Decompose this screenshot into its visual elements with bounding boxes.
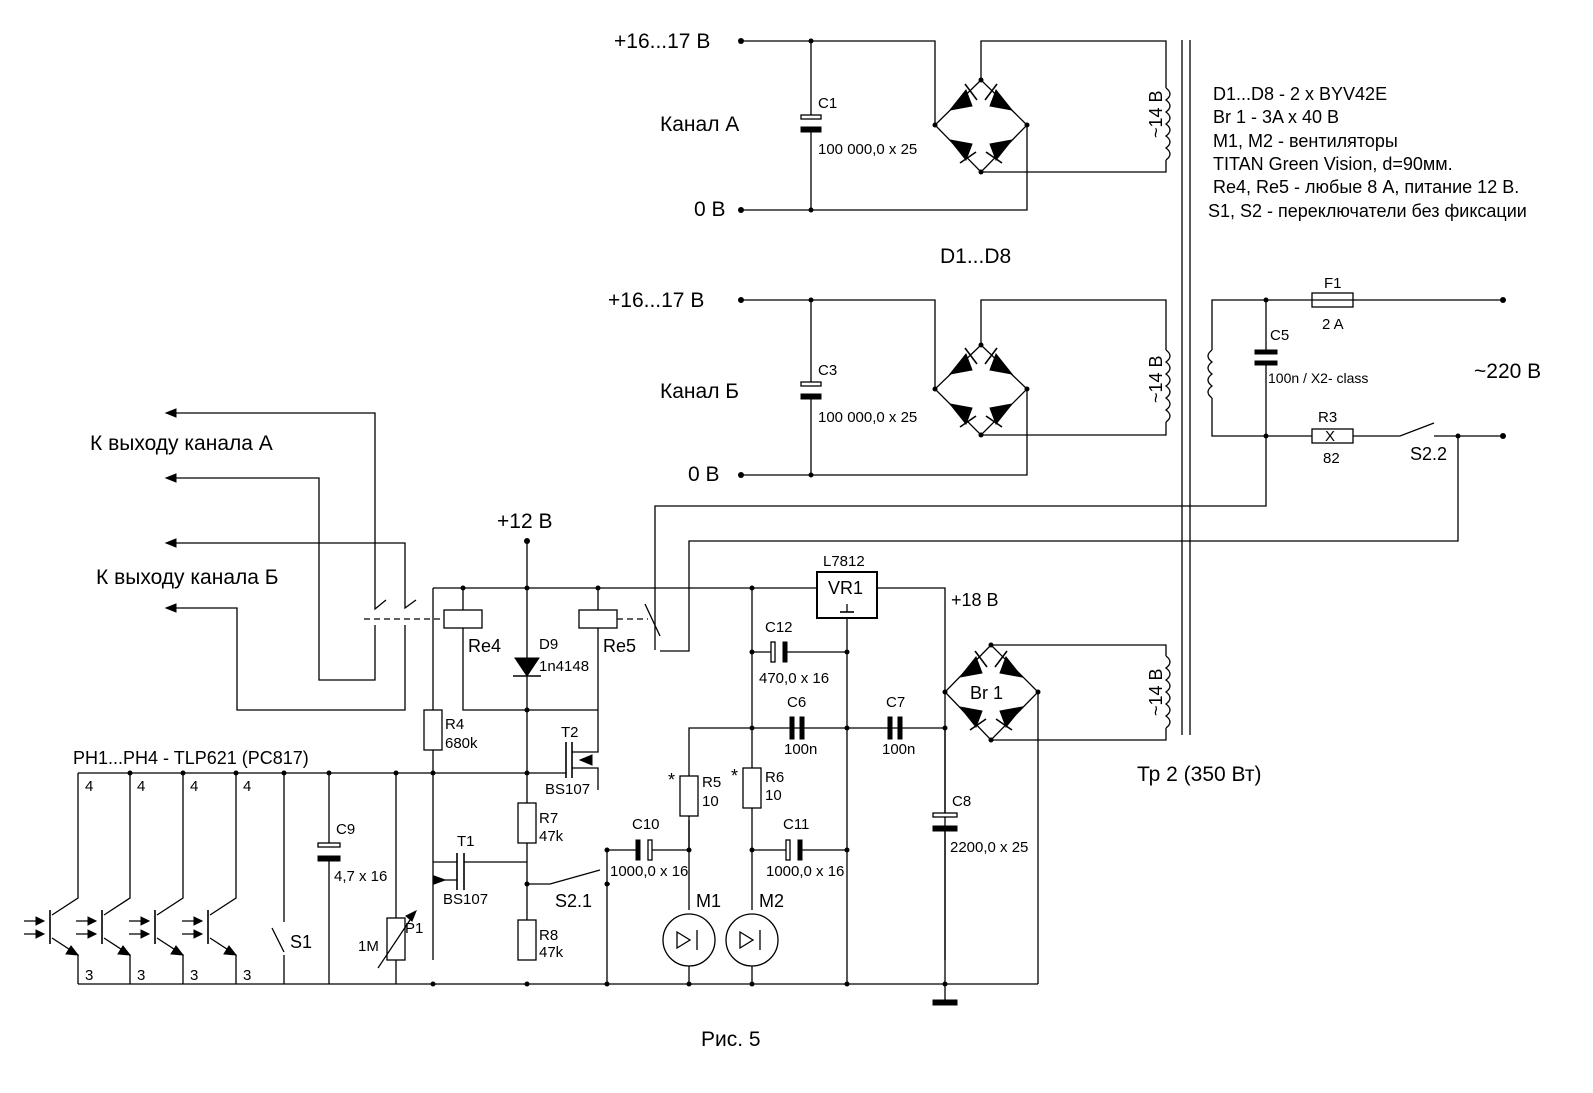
r6-ref: R6	[765, 769, 784, 786]
diodes-label: D1...D8	[940, 245, 1011, 268]
re4-label: Re4	[468, 636, 501, 656]
parts-list-line: Re4, Re5 - любые 8 А, питание 12 В.	[1213, 177, 1519, 197]
s21-ref: S2.1	[555, 891, 592, 911]
r5-ref: R5	[702, 774, 721, 791]
supply-a-plus-label: +16...17 В	[614, 30, 710, 53]
c5-value: 100n / X2- class	[1268, 370, 1368, 386]
f1-value: 2 A	[1322, 316, 1344, 333]
mains-input	[654, 292, 1506, 652]
supply-a-zero-label: 0 В	[694, 198, 726, 221]
reg-part-label: L7812	[823, 553, 865, 570]
supply-channel-a	[738, 38, 1171, 213]
supply-b-plus-label: +16...17 В	[608, 289, 704, 312]
parts-list-line: TITAN Green Vision, d=90мм.	[1213, 154, 1453, 174]
c7-value: 100n	[882, 741, 915, 758]
winding-a-label: ~14 В	[1146, 90, 1166, 138]
c3-value: 100 000,0 x 25	[818, 409, 917, 426]
r4-value: 680k	[445, 735, 478, 752]
parts-list: D1...D8 - 2 x BYV42E Br 1 - 3A x 40 В M1…	[1208, 84, 1527, 221]
c9-ref: C9	[336, 821, 355, 838]
r8-ref: R8	[539, 927, 558, 944]
d9-value: 1n4148	[539, 658, 589, 675]
channel-b-label: Канал Б	[660, 380, 739, 403]
s22-ref: S2.2	[1410, 444, 1447, 464]
figure-caption: Рис. 5	[701, 1028, 761, 1051]
br1-ref: Br 1	[970, 683, 1003, 703]
r8-value: 47k	[539, 944, 564, 961]
ph-label: PH1...PH4 - TLP621 (PC817)	[73, 748, 309, 768]
m1-ref: M1	[696, 891, 721, 911]
c9-value: 4,7 x 16	[334, 868, 387, 885]
c11-value: 1000,0 x 16	[766, 863, 844, 880]
parts-list-line: Br 1 - 3A x 40 В	[1213, 107, 1339, 127]
r4-ref: R4	[445, 716, 464, 733]
c8-ref: C8	[952, 793, 971, 810]
v12-label: +12 В	[497, 510, 552, 533]
t2-ref: T2	[561, 724, 579, 741]
r5-value: 10	[702, 793, 719, 810]
transformer-label: Тр 2 (350 Вт)	[1137, 763, 1261, 786]
ph3-pin3: 3	[190, 967, 198, 984]
ph1-pin3: 3	[85, 967, 93, 984]
channel-a-label: Канал А	[660, 113, 739, 136]
m2-ref: M2	[759, 891, 784, 911]
t2-value: BS107	[545, 781, 590, 798]
r3-value: 82	[1323, 450, 1340, 467]
d9-ref: D9	[539, 636, 558, 653]
c5-ref: C5	[1270, 327, 1289, 344]
t1-value: BS107	[443, 891, 488, 908]
ph2-pin4: 4	[137, 778, 145, 795]
p1-ref: P1	[405, 920, 423, 937]
r6-value: 10	[765, 787, 782, 804]
mains-voltage-label: ~220 В	[1474, 360, 1541, 383]
c10-value: 1000,0 x 16	[610, 863, 688, 880]
t1-ref: T1	[457, 833, 475, 850]
c10-ref: C10	[632, 816, 660, 833]
r6-star: *	[731, 766, 738, 786]
r7-ref: R7	[539, 810, 558, 827]
f1-ref: F1	[1324, 275, 1342, 292]
supply-b-zero-label: 0 В	[688, 463, 720, 486]
p1-value: 1M	[358, 938, 379, 955]
br1-winding-label: ~14 В	[1146, 668, 1166, 716]
ph1-pin4: 4	[85, 778, 93, 795]
ph2-pin3: 3	[137, 967, 145, 984]
output-a-label: К выходу канала А	[90, 432, 273, 455]
winding-b-label: ~14 В	[1146, 355, 1166, 403]
parts-list-line: M1, M2 - вентиляторы	[1213, 131, 1398, 151]
c8-value: 2200,0 x 25	[950, 839, 1028, 856]
r5-star: *	[668, 770, 675, 790]
re5-label: Re5	[603, 636, 636, 656]
reg-ref: VR1	[828, 578, 863, 598]
c7-ref: C7	[886, 694, 905, 711]
ph4-pin3: 3	[243, 967, 251, 984]
parts-list-line: D1...D8 - 2 x BYV42E	[1213, 84, 1387, 104]
c3-ref: C3	[818, 362, 837, 379]
c12-ref: C12	[765, 619, 793, 636]
c12-value: 470,0 x 16	[759, 670, 829, 687]
r3-ref: R3	[1318, 409, 1337, 426]
supply-channel-b	[738, 297, 1171, 478]
c1-ref: C1	[818, 95, 837, 112]
s1-ref: S1	[290, 932, 312, 952]
output-routing	[164, 408, 446, 711]
c11-ref: C11	[783, 816, 809, 833]
output-b-label: К выходу канала Б	[96, 566, 279, 589]
ph3-pin4: 4	[190, 778, 198, 795]
c6-value: 100n	[784, 741, 817, 758]
parts-list-line: S1, S2 - переключатели без фиксации	[1208, 201, 1527, 221]
control-circuit	[24, 538, 1171, 1006]
v18-label: +18 В	[951, 590, 999, 610]
c1-value: 100 000,0 x 25	[818, 141, 917, 158]
r7-value: 47k	[539, 828, 564, 845]
ph4-pin4: 4	[243, 778, 251, 795]
c6-ref: C6	[787, 694, 806, 711]
r3-mark: X	[1325, 428, 1335, 445]
